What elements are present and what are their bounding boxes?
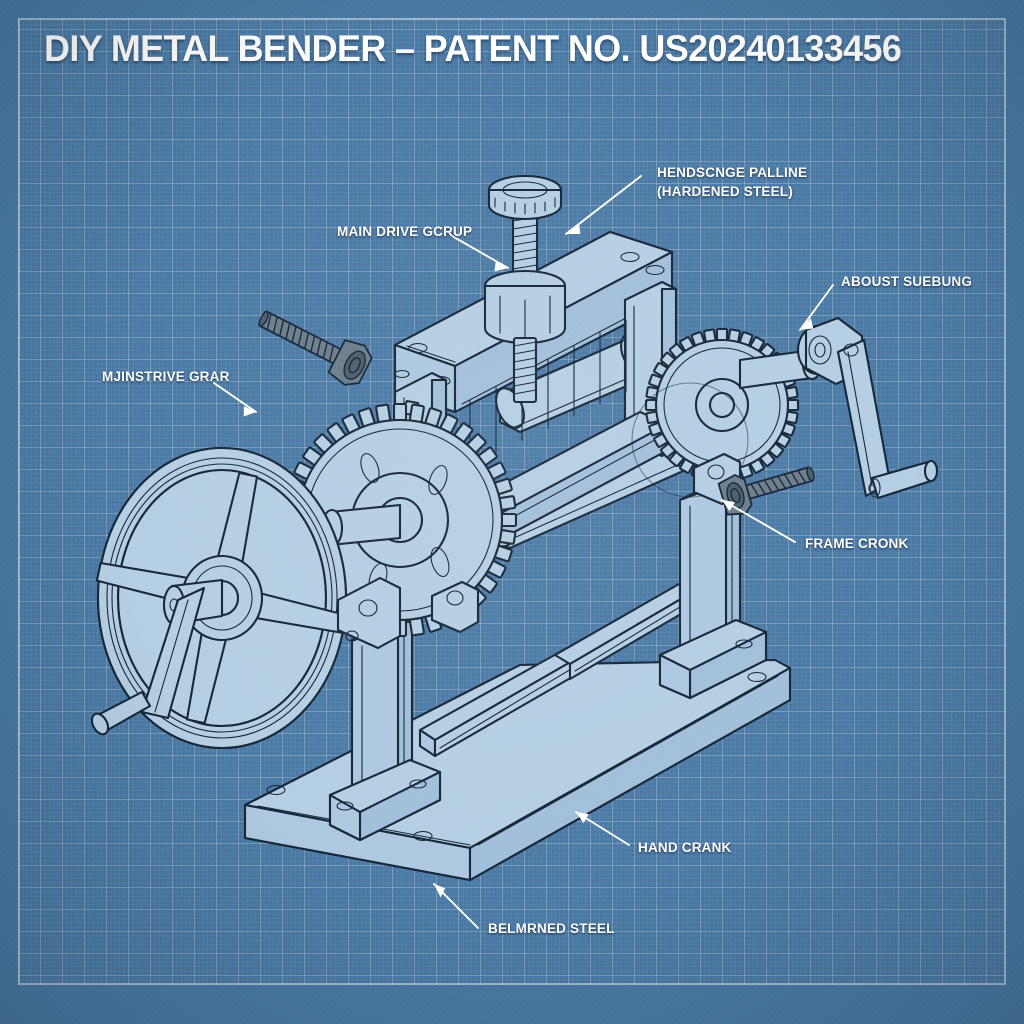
callout-bending-platen: HENDSCNGE PALLINE (HARDENED STEEL) (657, 164, 807, 202)
callout-hand-crank: HAND CRANK (638, 840, 732, 855)
left-leg (328, 613, 442, 842)
callout-bending-platen-line1: HENDSCNGE PALLINE (657, 165, 808, 180)
page-title: DIY METAL BENDER – PATENT NO. US20240133… (44, 28, 902, 69)
callout-main-drive-gear: MJINSTRIVE GRAR (102, 369, 230, 384)
pinion-gear (631, 327, 800, 498)
sheet-margin-top (0, 0, 1024, 18)
sheet-margin-bottom (0, 985, 1024, 1024)
crank-arm (796, 316, 939, 500)
sheet-margin-right (1006, 0, 1024, 1024)
sheet-margin-left (0, 0, 18, 1024)
callout-hardened-steel-base: BELMRNED STEEL (488, 921, 615, 936)
leader-lines (213, 175, 834, 929)
callout-frame-crank: FRAME CRONK (805, 536, 909, 551)
bolt-upper-left (258, 310, 373, 386)
main-drive-screw (483, 174, 567, 404)
callout-bending-platen-line2: (HARDENED STEEL) (657, 183, 793, 199)
callout-adjust-bushing: ABOUST SUEBUNG (841, 274, 973, 289)
hand-wheel (90, 446, 349, 750)
callout-main-drive-screw: MAIN DRIVE GCRUP (337, 224, 473, 239)
